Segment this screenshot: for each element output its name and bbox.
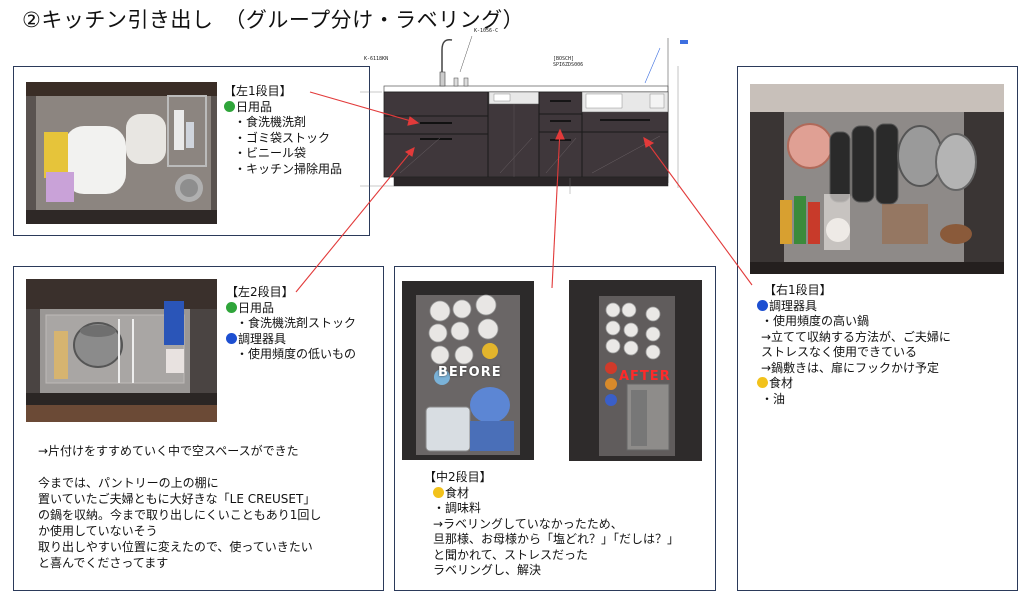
left2-item1: ・食洗機洗剤ストック	[236, 316, 357, 330]
left2-note-line: 今までは、パントリーの上の棚に	[38, 476, 219, 490]
left1-heading: 【左1段目】	[224, 84, 292, 98]
mid2-group1: 食材	[424, 486, 679, 502]
left1-group1: 日用品	[224, 100, 342, 116]
right1-line: ストレスなく使用できている	[761, 345, 918, 359]
left2-note-line: と喜んでくださってます	[38, 556, 169, 570]
mid2-heading: 【中2段目】	[424, 470, 492, 484]
left2-group1-label: 日用品	[238, 300, 275, 315]
blue-circle-icon	[226, 332, 237, 344]
yellow-circle-icon	[433, 486, 444, 498]
right1-item2: ・油	[761, 391, 786, 406]
right1-heading: 【右1段目】	[764, 283, 832, 297]
right1-line: →立てて収納する方法が、ご夫婦に	[761, 329, 951, 344]
yellow-circle-icon	[757, 377, 768, 388]
left2-group1: 日用品	[226, 301, 356, 317]
left2-text: 【左2段目】 日用品 ・食洗機洗剤ストック 調理器具 ・使用頻度の低いもの	[226, 285, 356, 363]
left2-note-line: の鍋を収納。今まで取り出しにくいこともあり1回し	[38, 508, 322, 522]
before-label: BEFORE	[438, 365, 502, 380]
left2-drawer-photo	[26, 279, 217, 422]
cad-faucet-label: K-1056-C	[474, 28, 499, 34]
left2-note-line: →片付けをすすめていく中で空スペースができた	[38, 444, 299, 458]
left2-note-line	[38, 459, 321, 475]
blue-circle-icon	[757, 299, 768, 311]
left1-item: ・ゴミ袋ストック	[234, 130, 331, 145]
after-label: AFTER	[619, 369, 671, 384]
left2-group2: 調理器具	[226, 332, 356, 348]
right1-text: 【右1段目】 調理器具 ・使用頻度の高い鍋 →立てて収納する方法が、ご夫婦に ス…	[757, 283, 951, 407]
left2-note-line: 置いていたご夫婦ともに大好きな「LE CREUSET」	[38, 492, 316, 506]
mid2-after-photo: AFTER	[569, 280, 702, 461]
left1-item: ・キッチン掃除用品	[234, 161, 343, 176]
right1-group2: 食材	[757, 376, 951, 392]
green-circle-icon	[224, 100, 235, 112]
left1-group1-label: 日用品	[236, 99, 273, 114]
mid2-line: →ラベリングしていなかったため、	[433, 516, 623, 531]
left1-text: 【左1段目】 日用品 ・食洗機洗剤 ・ゴミ袋ストック ・ビニール袋 ・キッチン掃…	[224, 84, 342, 177]
mid2-line: ・調味料	[433, 501, 482, 515]
left2-note-line: か使用していないそう	[38, 524, 158, 538]
cad-dishwasher-label-1: [BOSCH]	[553, 56, 575, 62]
right1-group2-label: 食材	[769, 376, 794, 390]
kitchen-elevation-drawing	[360, 35, 688, 194]
right1-drawer-photo	[750, 84, 1004, 274]
mid2-group1-label: 食材	[445, 485, 470, 500]
left1-item: ・食洗機洗剤	[234, 115, 307, 129]
cad-model-label: K-6118KN	[364, 56, 389, 62]
mid2-line: ラベリングし、解決	[433, 563, 542, 577]
left2-group2-label: 調理器具	[238, 331, 287, 346]
left2-item2: ・使用頻度の低いもの	[236, 347, 357, 361]
left2-heading: 【左2段目】	[226, 285, 294, 299]
green-circle-icon	[226, 301, 237, 313]
mid2-text: 【中2段目】 食材 ・調味料 →ラベリングしていなかったため、 旦那様、お母様か…	[424, 470, 679, 579]
left1-item: ・ビニール袋	[234, 146, 307, 160]
mid2-line: 旦那様、お母様から「塩どれ？」「だしは？」	[433, 532, 680, 546]
left2-note-line: 取り出しやすい位置に変えたので、使っていきたい	[38, 540, 313, 554]
left2-notes: →片付けをすすめていく中で空スペースができた 今までは、パントリーの上の棚に 置…	[38, 443, 321, 571]
right1-line: ・使用頻度の高い鍋	[761, 314, 870, 328]
page-title: ②キッチン引き出し （グループ分け・ラベリング）	[22, 8, 525, 32]
right1-group1-label: 調理器具	[769, 298, 818, 313]
right1-line: →鍋敷きは、扉にフックかけ予定	[761, 360, 940, 375]
mid2-line: と聞かれて、ストレスだった	[433, 547, 589, 562]
left1-drawer-photo	[26, 82, 217, 224]
mid2-before-photo: BEFORE	[402, 281, 534, 460]
right1-group1: 調理器具	[757, 299, 951, 315]
cad-dishwasher-label-2: SPI6ZDS006	[553, 62, 584, 68]
